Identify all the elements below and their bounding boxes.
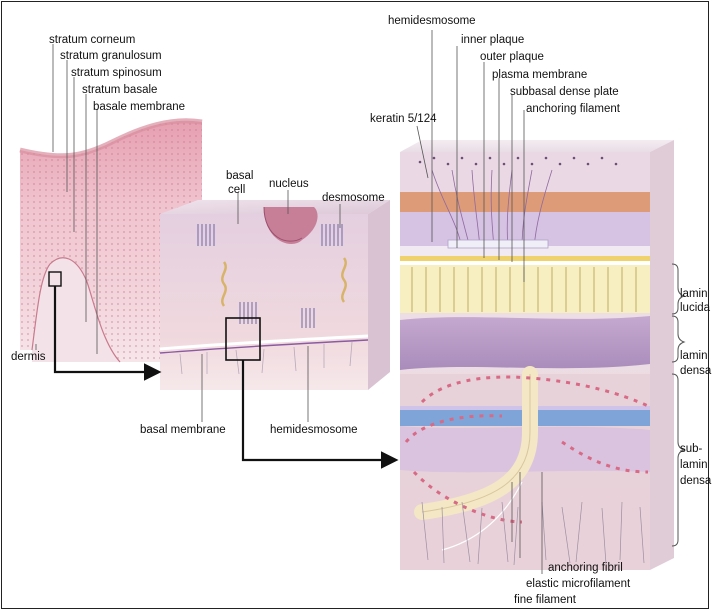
label-sub-lamina-3: densa (680, 475, 711, 488)
label-anchoring-filament: anchoring filament (526, 103, 620, 116)
label-inner-plaque: inner plaque (461, 34, 524, 47)
label-plasma-membrane: plasma membrane (492, 69, 587, 82)
label-stratum-granulosum: stratum granulosum (60, 50, 162, 63)
label-basal-cell-1: basal (226, 170, 254, 183)
label-sub-lamina-1: sub- (680, 443, 702, 456)
label-hemidesmosome-lower: hemidesmosome (270, 424, 358, 437)
label-lamina-lucida-1: lamin (680, 288, 707, 301)
label-lamina-densa-1: lamin (680, 350, 707, 363)
label-hemidesmosome-top: hemidesmosome (388, 15, 476, 28)
label-stratum-basale: stratum basale (82, 84, 157, 97)
label-dermis: dermis (11, 351, 46, 364)
label-lamina-lucida-2: lucida (680, 302, 710, 315)
label-lamina-densa-2: densa (680, 365, 711, 378)
label-basal-membrane: basal membrane (140, 424, 226, 437)
label-subbasal-dense-plate: subbasal dense plate (510, 86, 619, 99)
label-anchoring-fibril: anchoring fibril (548, 562, 623, 575)
label-keratin: keratin 5/124 (370, 113, 437, 126)
label-stratum-corneum: stratum corneum (49, 34, 135, 47)
label-fine-filament: fine filament (514, 594, 576, 607)
cell-block (160, 200, 390, 390)
label-desmosome: desmosome (322, 192, 385, 205)
label-elastic-microfilament: elastic microfilament (526, 578, 630, 591)
label-basal-cell-2: cell (228, 184, 245, 197)
label-stratum-spinosum: stratum spinosum (71, 67, 162, 80)
label-nucleus: nucleus (269, 178, 309, 191)
basement-membrane-cube (400, 140, 674, 570)
label-sub-lamina-2: lamin (680, 459, 707, 472)
label-basale-membrane: basale membrane (93, 101, 185, 114)
label-outer-plaque: outer plaque (480, 51, 544, 64)
